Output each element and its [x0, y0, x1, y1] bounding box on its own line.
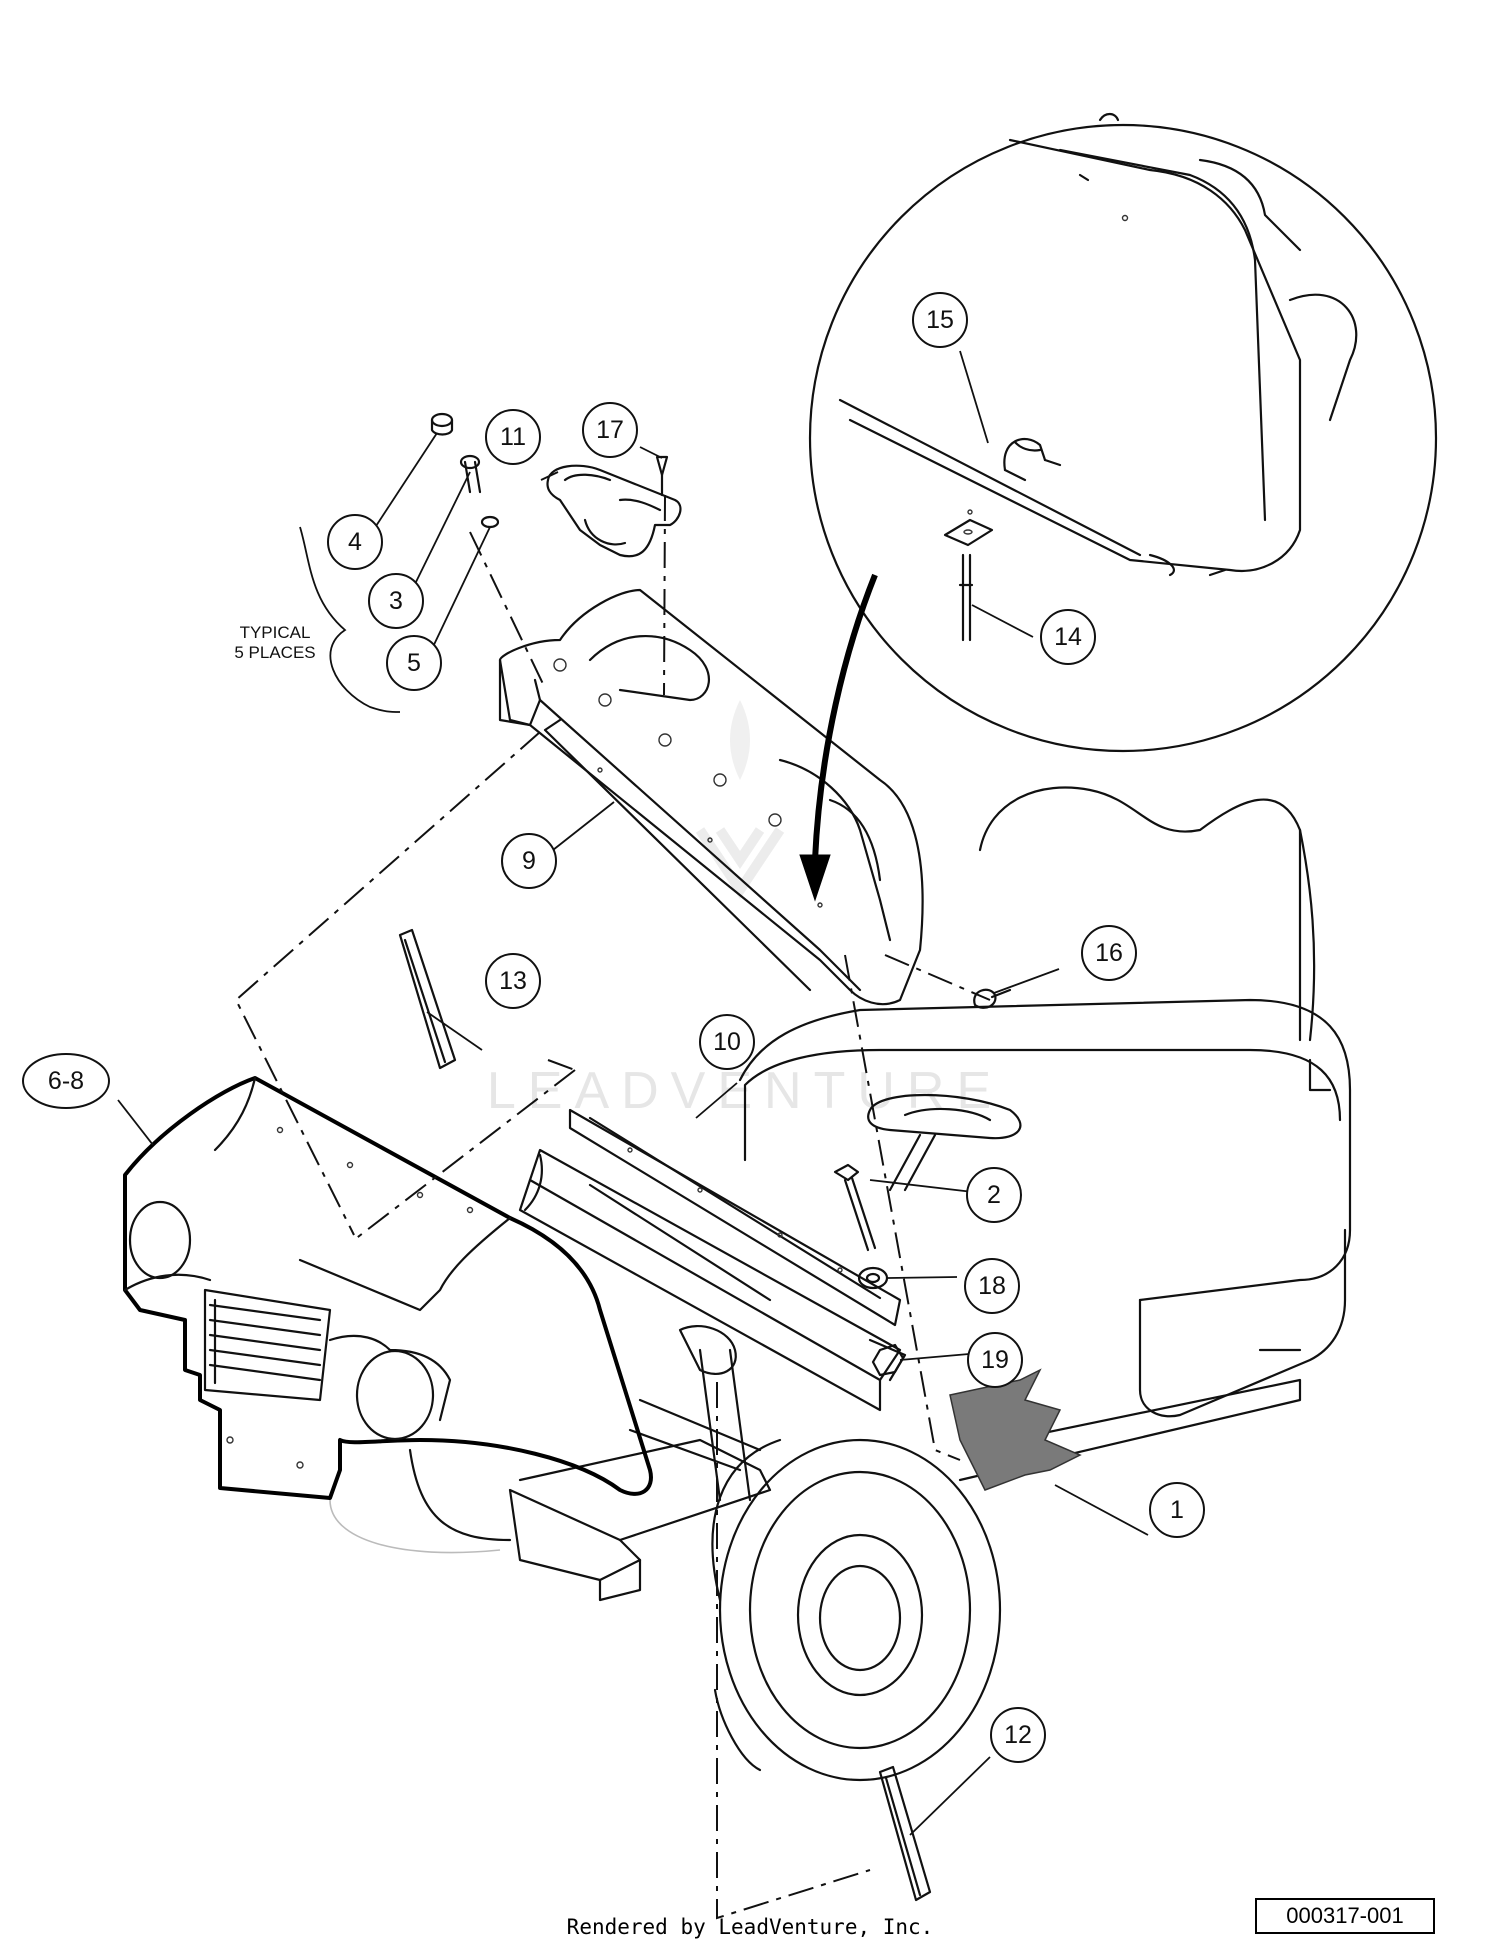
callout-15: 15 — [912, 292, 968, 348]
note-bracket: TYPICAL 5 PLACES — [234, 526, 401, 713]
note-line-2: 5 PLACES — [234, 643, 315, 662]
callout-9: 9 — [501, 833, 557, 889]
cart-body — [329, 786, 1352, 1782]
callout-10: 10 — [699, 1014, 755, 1070]
callout-11-label: 11 — [500, 423, 526, 451]
note-line-1: TYPICAL — [240, 623, 311, 642]
callout-18-label: 18 — [978, 1272, 1006, 1300]
callout-4-label: 4 — [348, 528, 362, 556]
callout-14-label: 14 — [1054, 623, 1082, 651]
callout-3-label: 3 — [389, 587, 403, 615]
callout-6-8: 6-8 — [22, 1053, 110, 1109]
callout-17: 17 — [582, 402, 638, 458]
callouts: 1 2 3 4 5 6-8 9 10 11 12 13 14 15 16 17 … — [22, 292, 1205, 1763]
callout-9-label: 9 — [522, 847, 536, 875]
callout-19: 19 — [967, 1332, 1023, 1388]
callout-13: 13 — [485, 953, 541, 1009]
callout-1-label: 1 — [1170, 1496, 1184, 1524]
trim-pieces — [398, 928, 932, 1902]
callout-14: 14 — [1040, 609, 1096, 665]
detail-view — [808, 112, 1438, 753]
callout-16: 16 — [1081, 925, 1137, 981]
callout-2-label: 2 — [987, 1181, 1001, 1209]
callout-12-label: 12 — [1004, 1721, 1032, 1749]
callout-3: 3 — [368, 573, 424, 629]
cupholder — [546, 464, 682, 558]
callout-16-label: 16 — [1095, 939, 1123, 967]
callout-6-8-label: 6-8 — [48, 1067, 84, 1095]
callout-17-label: 17 — [596, 416, 624, 444]
callout-19-label: 19 — [981, 1346, 1009, 1374]
detail-arrow — [799, 573, 878, 902]
callout-4: 4 — [327, 514, 383, 570]
rail-bracket — [518, 1108, 907, 1412]
callout-5-label: 5 — [407, 649, 421, 677]
dash-panel — [498, 588, 924, 1006]
callout-12: 12 — [990, 1707, 1046, 1763]
callout-1: 1 — [1149, 1482, 1205, 1538]
front-cowl — [123, 1076, 653, 1500]
floor-mat — [949, 1368, 1082, 1491]
callout-18: 18 — [964, 1258, 1020, 1314]
assembly-lines — [234, 494, 991, 1920]
callout-15-label: 15 — [926, 306, 954, 334]
callout-13-label: 13 — [499, 967, 527, 995]
footer-credit: Rendered by LeadVenture, Inc. — [566, 1915, 934, 1939]
drawing-number-box: 000317-001 — [1255, 1898, 1435, 1934]
callout-2: 2 — [966, 1167, 1022, 1223]
leader-lines — [117, 350, 1149, 1836]
callout-10-label: 10 — [713, 1028, 741, 1056]
callout-11: 11 — [485, 409, 541, 465]
callout-5: 5 — [386, 635, 442, 691]
